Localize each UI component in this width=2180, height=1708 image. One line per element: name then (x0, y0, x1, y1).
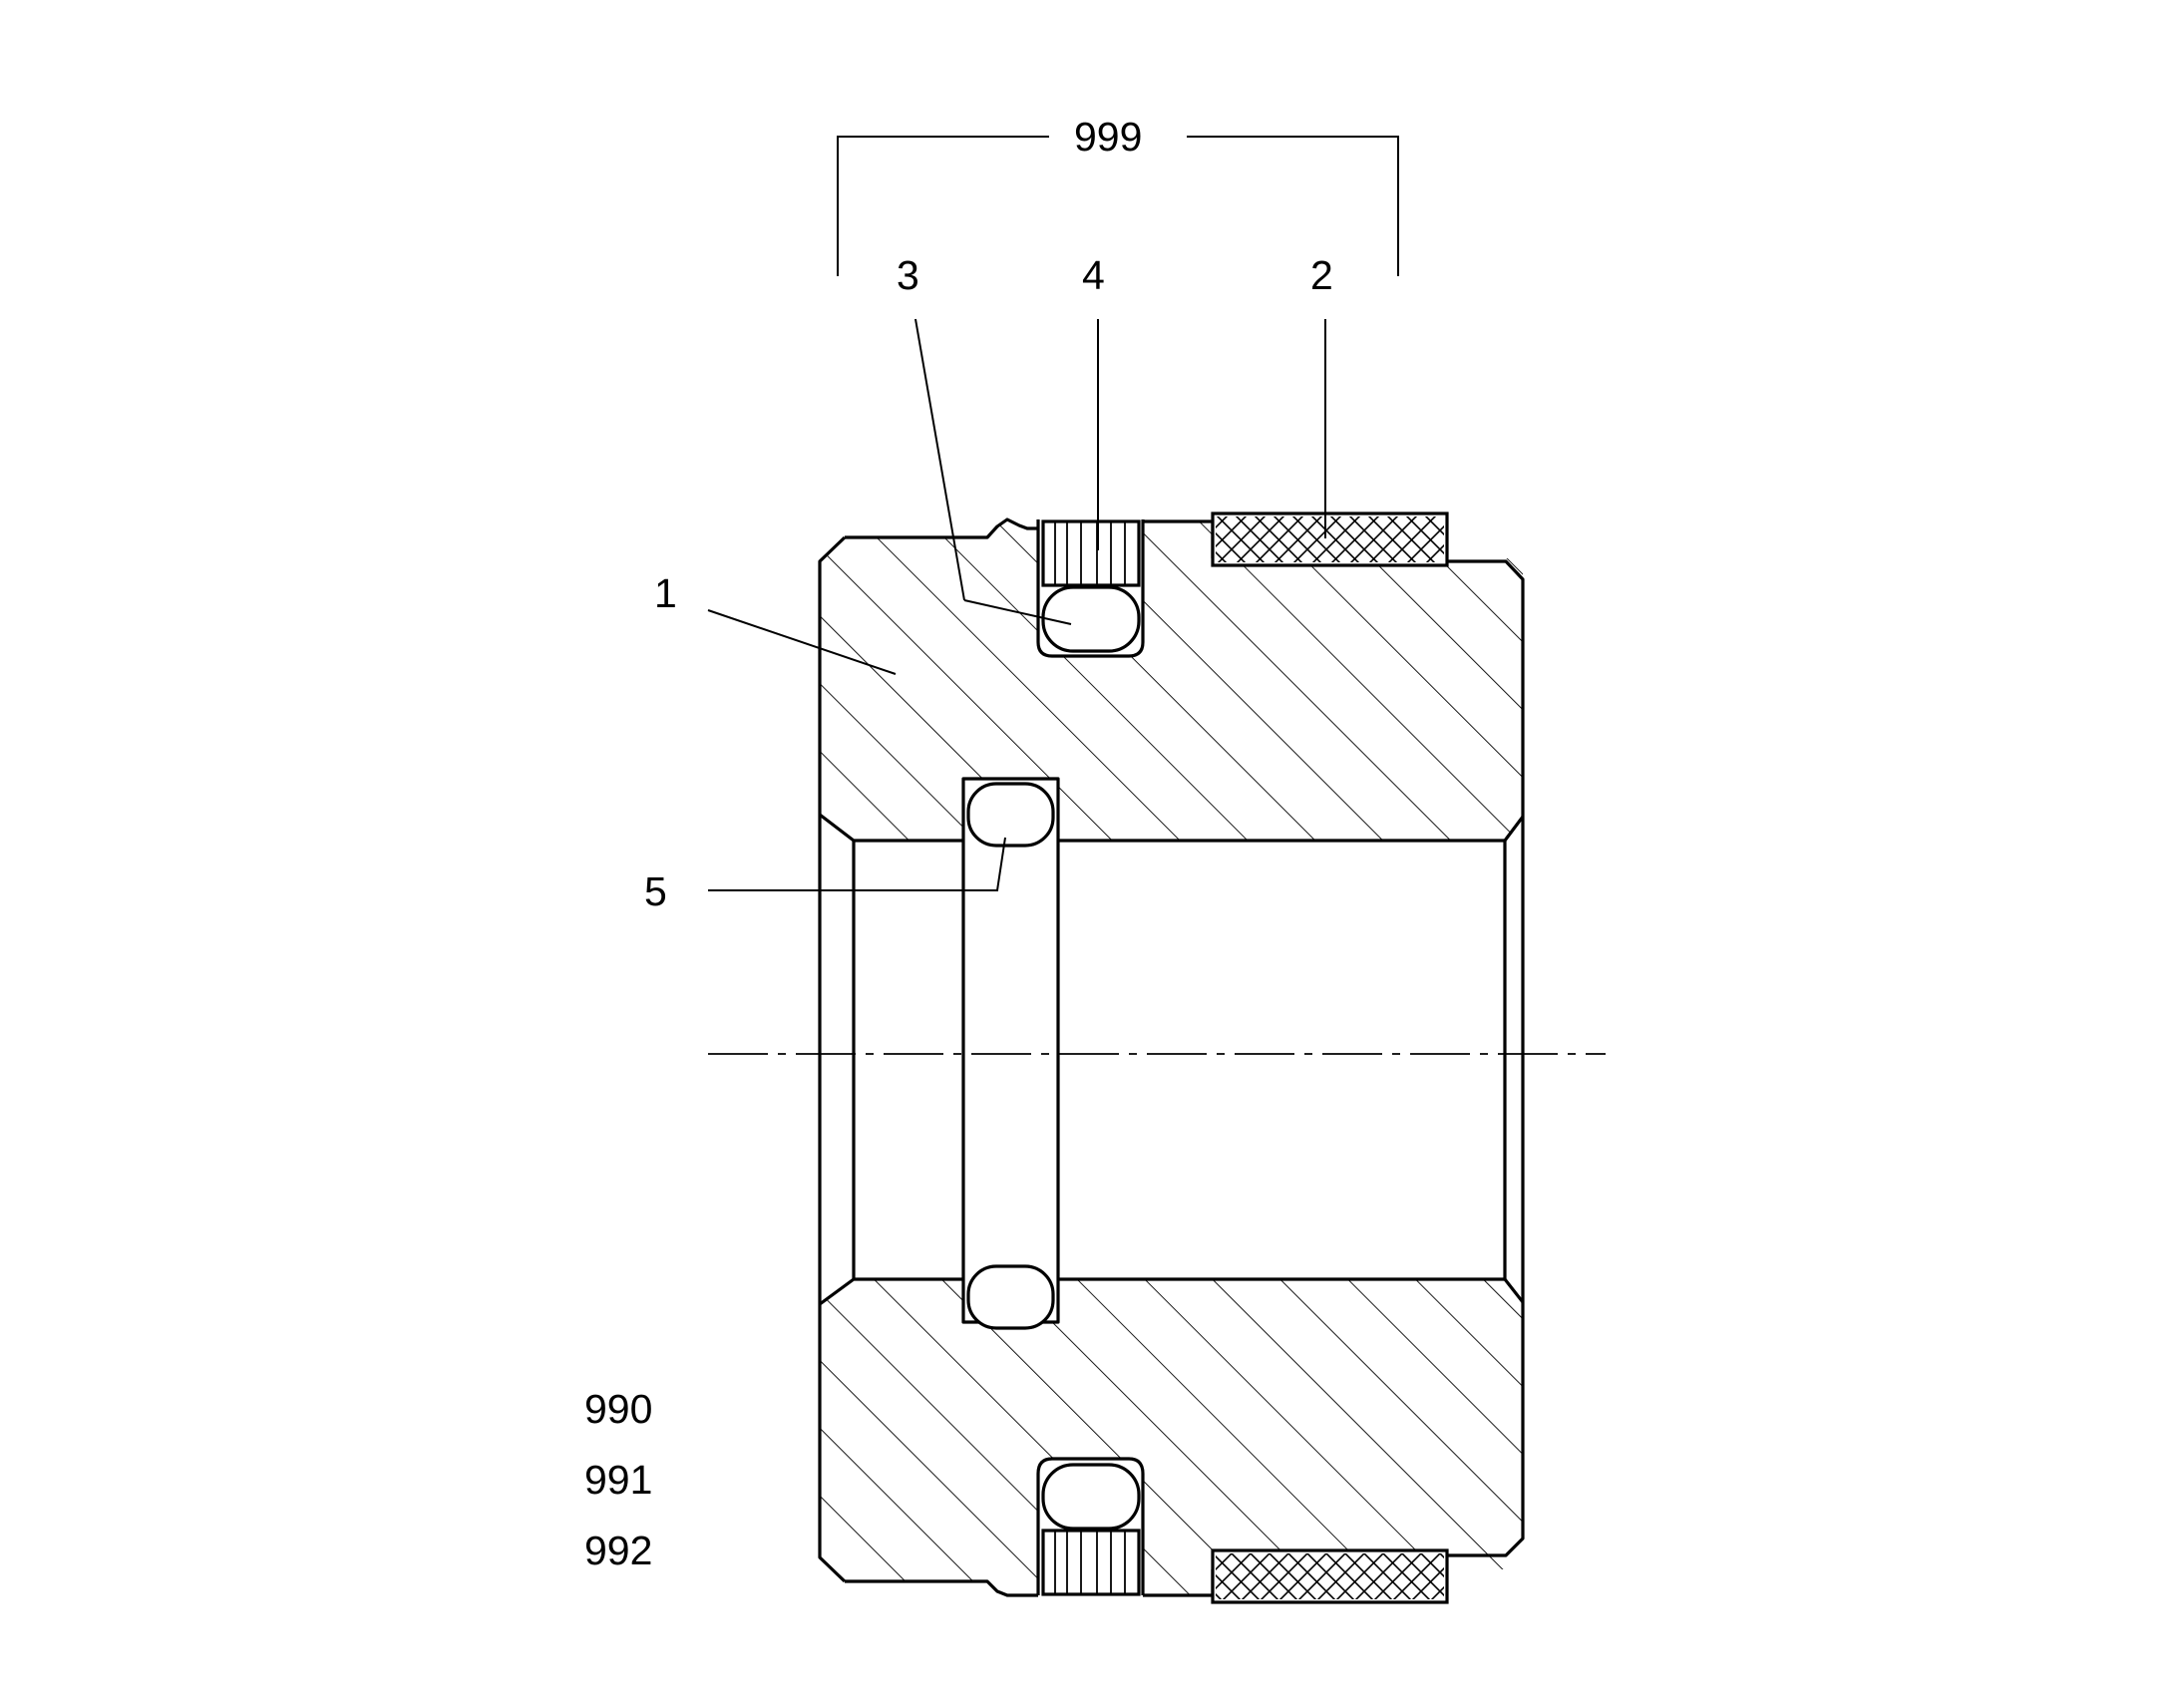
label-part-5: 5 (644, 868, 667, 914)
housing-bottom-section (820, 1279, 1523, 1595)
housing-top-section (820, 519, 1523, 841)
group-bracket-999 (837, 136, 1399, 276)
part-2-band-top (1211, 512, 1449, 567)
label-part-4: 4 (1082, 252, 1105, 298)
label-ref-990: 990 (584, 1386, 652, 1432)
leader-3 (914, 318, 965, 601)
leader-5 (708, 837, 1006, 891)
part-4-ring-top (1041, 519, 1141, 587)
label-ref-992: 992 (584, 1528, 652, 1573)
leader-3b (963, 599, 1072, 625)
seal-groove-outline (1036, 519, 1145, 1595)
label-part-3: 3 (897, 252, 919, 298)
housing-outline (818, 517, 1525, 1597)
part-5-inner-ring (961, 777, 1060, 1330)
part-4-ring-bottom (1041, 1529, 1141, 1596)
leader-1 (707, 609, 897, 675)
label-ref-991: 991 (584, 1457, 652, 1503)
label-part-2: 2 (1310, 252, 1333, 298)
part-2-band-bottom (1211, 1548, 1449, 1604)
part-3-oring-top (1041, 585, 1141, 653)
label-part-1: 1 (654, 570, 677, 616)
leader-lines (707, 318, 1326, 891)
label-group-999: 999 (1074, 114, 1142, 160)
part-3-oring-bottom (1041, 1463, 1141, 1531)
